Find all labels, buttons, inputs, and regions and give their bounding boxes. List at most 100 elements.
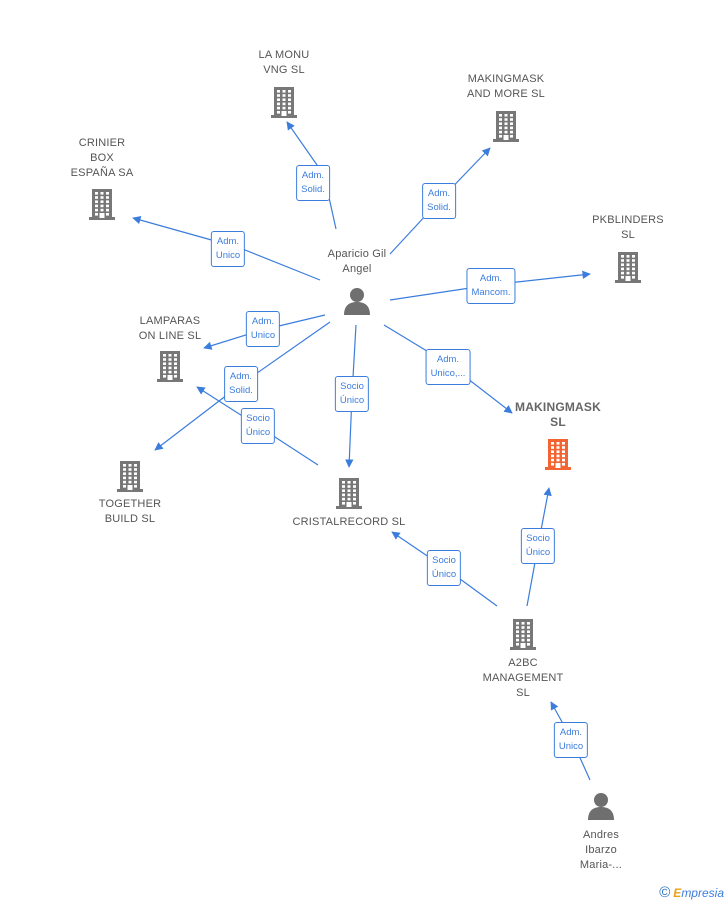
edge-label[interactable]: Adm. Solid. [422, 183, 456, 219]
node-icon-holder [508, 617, 538, 651]
node-crinier[interactable]: CRINIER BOX ESPAÑA SA [32, 136, 172, 220]
node-label-line: Aparicio Gil [327, 248, 387, 260]
node-icon-holder [342, 286, 372, 316]
node-label-line: Andres [582, 829, 620, 841]
edge-label-line: Adm. [559, 727, 583, 738]
node-together[interactable]: TOGETHER BUILD SL [60, 461, 200, 527]
edge-label-line: Adm. [427, 188, 451, 199]
edge-label[interactable]: Adm. Unico [210, 231, 246, 267]
edge-label-line: Único [245, 427, 271, 438]
edge-label-line: Único [431, 569, 457, 580]
edge-label-line: Solid. [229, 385, 253, 396]
edge-label-line: Unico [215, 250, 241, 261]
building-icon [493, 111, 519, 142]
node-label-line: MAKINGMASK [515, 400, 601, 414]
node-label-line: Maria-... [579, 859, 623, 871]
node-cristalrecord[interactable]: CRISTALRECORD SL [279, 478, 419, 530]
edge-label-line: Adm. [436, 354, 460, 365]
edge-label-line: Único [525, 547, 551, 558]
node-icon-holder [269, 85, 299, 119]
node-la-monu[interactable]: LA MONU VNG SL [214, 48, 354, 118]
edge-label-line: Adm. [216, 236, 240, 247]
edge-label-line: Solid. [301, 184, 325, 195]
node-label-line: ON LINE SL [138, 330, 202, 342]
edge-label-line: Mancom. [471, 287, 511, 298]
edge-label-line: Socio [432, 555, 456, 566]
edge-label-line: Socio [340, 381, 364, 392]
edge-label[interactable]: Adm. Unico,... [425, 349, 471, 385]
node-label-line: VNG SL [263, 64, 305, 76]
node-label-line: A2BC [508, 657, 538, 669]
node-label: TOGETHER BUILD SL [60, 497, 200, 527]
edge-label-line: Unico,... [430, 368, 466, 379]
node-label-line: CRINIER [78, 137, 126, 149]
empresia-watermark[interactable]: ©Empresia [659, 884, 724, 901]
node-label-line: TOGETHER [98, 498, 162, 510]
brand-name: mpresia [681, 886, 724, 900]
edge-label-line: Adm. [251, 316, 275, 327]
node-label-line: LAMPARAS [139, 315, 201, 327]
building-icon [117, 461, 143, 492]
node-makingmask-more[interactable]: MAKINGMASK AND MORE SL [436, 72, 576, 142]
edge-label-line: Unico [558, 741, 584, 752]
edge-label[interactable]: Adm. Unico [553, 722, 589, 758]
edge-label-line: Adm. [229, 371, 253, 382]
node-label-line: BUILD SL [104, 513, 156, 525]
edge-label-line: Solid. [427, 202, 451, 213]
node-label: CRINIER BOX ESPAÑA SA [32, 136, 172, 181]
node-icon-holder [87, 187, 117, 221]
node-label-line: SL [550, 415, 566, 429]
node-icon-holder [155, 349, 185, 383]
node-label-line: Ibarzo [585, 844, 617, 856]
node-label: LAMPARAS ON LINE SL [100, 314, 240, 344]
edge-label-line: Único [339, 395, 365, 406]
edge-label[interactable]: Adm.Solid. [296, 165, 330, 201]
person-icon [344, 288, 370, 315]
node-icon-holder [491, 109, 521, 143]
edge-label-line: Socio [526, 533, 550, 544]
edge-label-line: Adm. [479, 273, 503, 284]
node-label-line: MAKINGMASK [467, 73, 545, 85]
node-a2bc[interactable]: A2BC MANAGEMENT SL [453, 619, 593, 701]
node-icon-holder [586, 791, 616, 821]
building-icon [615, 252, 641, 283]
node-label-line: PKBLINDERS [592, 214, 664, 226]
edge-label-line: Socio [246, 413, 270, 424]
node-label-line: CRISTALRECORD SL [292, 516, 406, 528]
building-icon [545, 439, 571, 470]
building-icon [336, 478, 362, 509]
node-icon-holder [543, 437, 573, 471]
building-icon [89, 189, 115, 220]
node-icon-holder [613, 250, 643, 284]
person-icon [588, 793, 614, 820]
edge-label[interactable]: Adm. Solid. [224, 366, 258, 402]
node-label-line: LA MONU [258, 49, 310, 61]
node-label-line: Angel [342, 263, 372, 275]
node-label-line: MANAGEMENT [482, 672, 564, 684]
building-icon [157, 351, 183, 382]
node-label: A2BC MANAGEMENT SL [453, 656, 593, 701]
edge-label[interactable]: Adm. Unico [245, 311, 281, 347]
node-label: LA MONU VNG SL [214, 48, 354, 78]
node-label-line: SL [516, 687, 530, 699]
edge-label-line: Unico [250, 330, 276, 341]
node-label-line: AND MORE SL [467, 88, 545, 100]
edge-label[interactable]: Adm. Mancom. [466, 268, 516, 304]
node-label-line: BOX [90, 152, 114, 164]
node-icon-holder [115, 459, 145, 493]
node-label: MAKINGMASK AND MORE SL [436, 72, 576, 102]
node-lamparas[interactable]: LAMPARAS ON LINE SL [100, 314, 240, 382]
node-label-line: ESPAÑA SA [70, 167, 134, 179]
